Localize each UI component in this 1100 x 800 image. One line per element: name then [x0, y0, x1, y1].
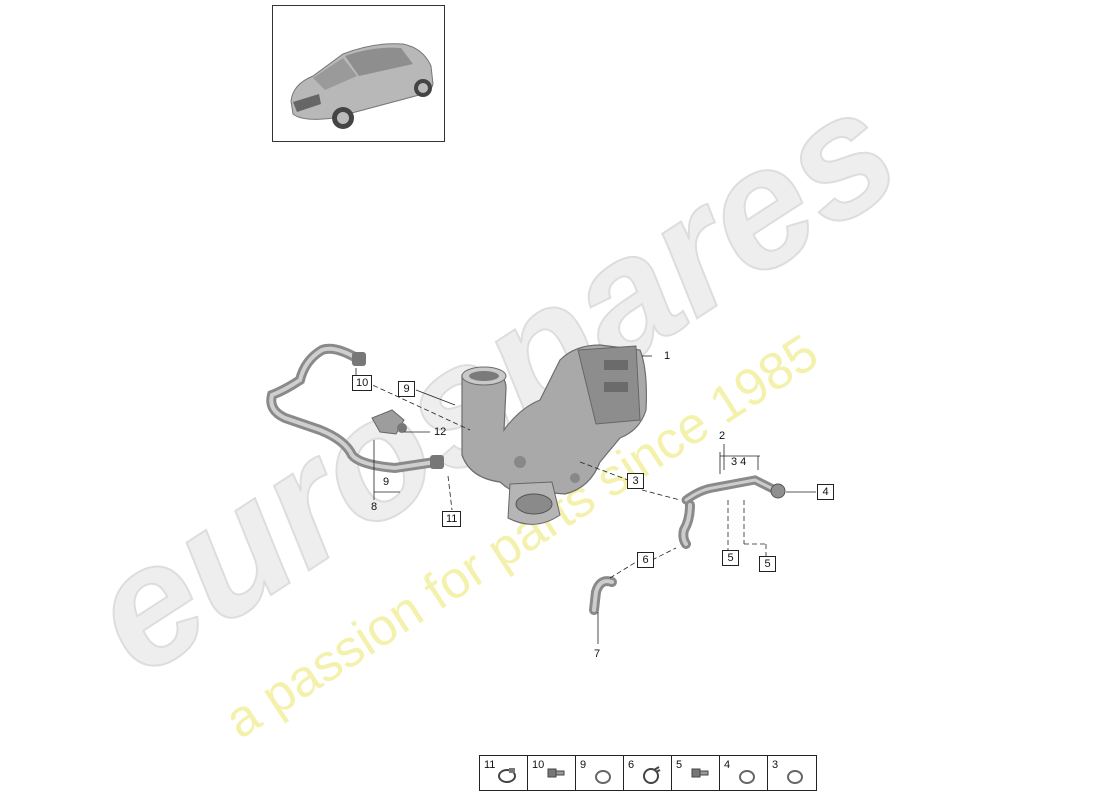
car-illustration — [290, 43, 434, 129]
legend-cell-5[interactable]: 5 — [672, 756, 720, 790]
callout-11[interactable]: 11 — [442, 511, 462, 527]
seal-ring-icon — [739, 770, 755, 784]
callout-9[interactable]: 9 — [383, 476, 390, 488]
bolt-icon — [547, 768, 565, 778]
seal-ring-icon — [595, 770, 611, 784]
coolant-hose-left[interactable] — [266, 343, 444, 474]
bolt-icon — [691, 768, 709, 778]
seal-ring-icon — [787, 770, 803, 784]
bracket-part[interactable] — [371, 409, 407, 435]
callout-8[interactable]: 8 — [371, 501, 378, 513]
callout-5a[interactable]: 5 — [722, 550, 739, 566]
callout-6[interactable]: 6 — [637, 552, 654, 568]
legend-number: 4 — [724, 759, 731, 771]
legend-number: 10 — [532, 759, 545, 771]
turbocharger[interactable] — [461, 344, 647, 525]
callout-10[interactable]: 10 — [352, 375, 373, 391]
coolant-hose-7[interactable] — [589, 576, 617, 615]
callout-1[interactable]: 1 — [664, 350, 671, 362]
coolant-pipe-2[interactable] — [681, 475, 786, 505]
legend-number: 5 — [676, 759, 683, 771]
legend-number: 6 — [628, 759, 635, 771]
callout-2[interactable]: 2 — [719, 430, 726, 442]
legend-cell-10[interactable]: 10 — [528, 756, 576, 790]
vehicle-thumbnail — [272, 5, 445, 142]
parts-legend: 11 10 9 6 5 4 3 — [479, 755, 817, 791]
hose-clamp-icon — [498, 768, 516, 783]
callout-3[interactable]: 3 — [627, 473, 644, 489]
legend-number: 3 — [772, 759, 779, 771]
spring-clamp-icon — [643, 766, 661, 784]
callout-4[interactable]: 4 — [817, 484, 834, 500]
coolant-hose-6[interactable] — [678, 500, 695, 549]
legend-number: 9 — [580, 759, 587, 771]
legend-cell-6[interactable]: 6 — [624, 756, 672, 790]
legend-cell-3[interactable]: 3 — [768, 756, 816, 790]
legend-cell-11[interactable]: 11 — [480, 756, 528, 790]
callout-9-boxed[interactable]: 9 — [398, 381, 415, 397]
callout-5b[interactable]: 5 — [759, 556, 776, 572]
legend-cell-9[interactable]: 9 — [576, 756, 624, 790]
legend-number: 11 — [484, 759, 496, 771]
callout-3-4[interactable]: 3 4 — [731, 456, 747, 468]
legend-cell-4[interactable]: 4 — [720, 756, 768, 790]
callout-7[interactable]: 7 — [594, 648, 601, 660]
callout-12[interactable]: 12 — [434, 426, 447, 438]
